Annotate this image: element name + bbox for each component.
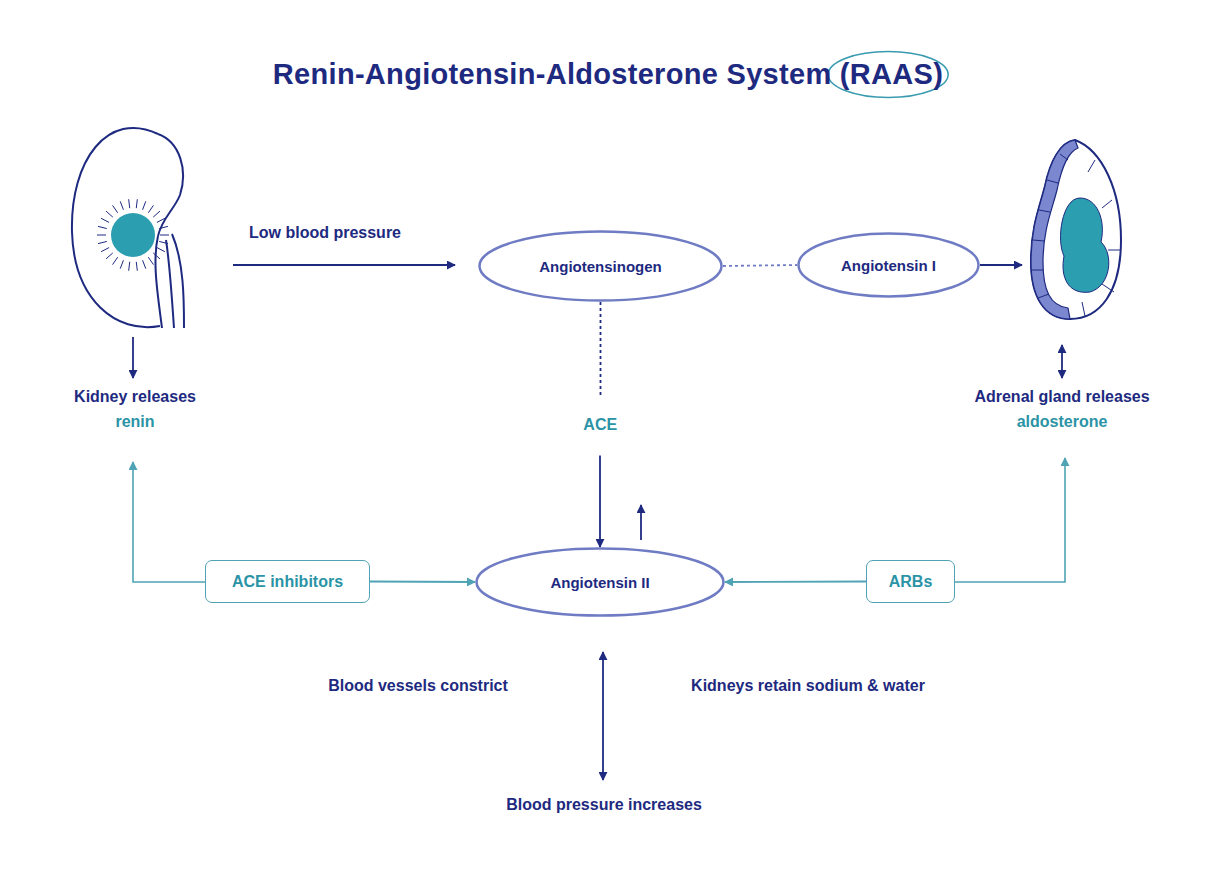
ureter xyxy=(172,234,184,328)
segment-line xyxy=(1102,284,1114,292)
segment-line xyxy=(1102,200,1112,208)
ray-line xyxy=(159,226,168,228)
kidney-hilum xyxy=(158,134,183,236)
ray-line xyxy=(157,248,165,252)
node-text: Angiotensinogen xyxy=(539,258,662,275)
edge-group xyxy=(370,265,866,582)
ray-line xyxy=(97,235,106,236)
drug-box: ACE inhibitors xyxy=(205,560,370,603)
ray-line xyxy=(101,218,109,222)
kidney-core xyxy=(111,213,155,257)
ray-line xyxy=(153,211,160,217)
ellipse-shape xyxy=(799,234,979,297)
compound-ellipse: Angiotensin I xyxy=(797,232,980,298)
ray-line xyxy=(143,260,146,268)
segment-line xyxy=(1033,240,1044,241)
cortex-segments xyxy=(1032,154,1120,316)
connector-line xyxy=(600,302,602,398)
ray-line xyxy=(120,201,123,209)
feedback-arrow xyxy=(133,462,205,582)
segment-line xyxy=(1039,210,1050,212)
node-text: Angiotensin I xyxy=(841,257,936,274)
connector-line xyxy=(725,581,866,583)
compound-ellipse: Angiotensinogen xyxy=(478,230,723,302)
ray-line xyxy=(143,201,146,209)
annotation-label: Adrenal gland releases xyxy=(974,388,1149,406)
ray-line xyxy=(129,262,130,271)
annotation-label: Low blood pressure xyxy=(249,224,401,242)
annotation-label: Kidneys retain sodium & water xyxy=(691,677,925,695)
ray-line xyxy=(98,241,107,243)
segment-line xyxy=(1060,154,1068,160)
edge-connector xyxy=(723,265,797,266)
connector-line xyxy=(723,265,797,266)
feedback-arrow xyxy=(955,458,1065,582)
edge-connector xyxy=(725,581,866,583)
ray-line xyxy=(120,260,123,268)
ellipse-shape xyxy=(477,549,724,616)
annotation-label: renin xyxy=(115,413,154,431)
segment-line xyxy=(1047,180,1058,183)
ray-line xyxy=(113,205,118,212)
connector-line xyxy=(370,581,475,583)
node-text: ACE inhibitors xyxy=(232,573,343,591)
segment-line xyxy=(1032,270,1043,271)
ray-line xyxy=(160,235,169,236)
annotation-label: Blood pressure increases xyxy=(506,796,702,814)
ray-line xyxy=(101,248,109,252)
annotation-label: aldosterone xyxy=(1017,413,1108,431)
gland-outline xyxy=(1031,140,1121,319)
gland-medulla xyxy=(1061,198,1109,292)
ray-line xyxy=(136,262,137,271)
ray-line xyxy=(113,257,118,264)
ray-line xyxy=(98,226,107,228)
ray-line xyxy=(129,199,130,208)
node-text: Angiotensin II xyxy=(550,574,649,591)
edge-connector xyxy=(370,581,475,583)
flow-arrow xyxy=(1061,345,1063,378)
connector-line xyxy=(599,456,601,548)
segment-line xyxy=(1038,294,1049,298)
segment-line xyxy=(1108,250,1120,251)
ellipse-shape xyxy=(480,232,722,301)
flow-arrow xyxy=(602,652,604,780)
flow-arrow xyxy=(132,337,134,378)
flow-arrow xyxy=(233,264,455,266)
ray-line xyxy=(153,253,160,259)
annotation-label: Blood vessels constrict xyxy=(328,677,508,695)
ray-line xyxy=(136,199,137,208)
segment-line xyxy=(1088,160,1095,172)
segment-line xyxy=(1082,302,1085,316)
compound-ellipse: Angiotensin II xyxy=(475,547,725,617)
ray-line xyxy=(106,253,113,259)
adrenal-illustration xyxy=(1031,140,1121,319)
node-text: ARBs xyxy=(889,573,933,591)
kidney-outline xyxy=(72,128,160,327)
flow-arrow xyxy=(980,264,1022,266)
drug-box: ARBs xyxy=(866,560,955,603)
ray-line xyxy=(106,211,113,217)
annotation-label: Kidney releases xyxy=(74,388,196,406)
ray-line xyxy=(148,257,153,264)
ray-line xyxy=(157,218,165,222)
kidney-illustration xyxy=(72,128,184,328)
diagram-title: Renin-Angiotensin-Aldosterone System (RA… xyxy=(0,58,1216,91)
title-text: Renin-Angiotensin-Aldosterone System (RA… xyxy=(273,58,943,91)
kidney-rays xyxy=(97,199,169,270)
edge-label: ACE xyxy=(583,416,617,434)
flow-arrow xyxy=(640,505,642,540)
ureter xyxy=(166,240,174,328)
ray-line xyxy=(148,205,153,212)
ray-line xyxy=(159,241,168,243)
